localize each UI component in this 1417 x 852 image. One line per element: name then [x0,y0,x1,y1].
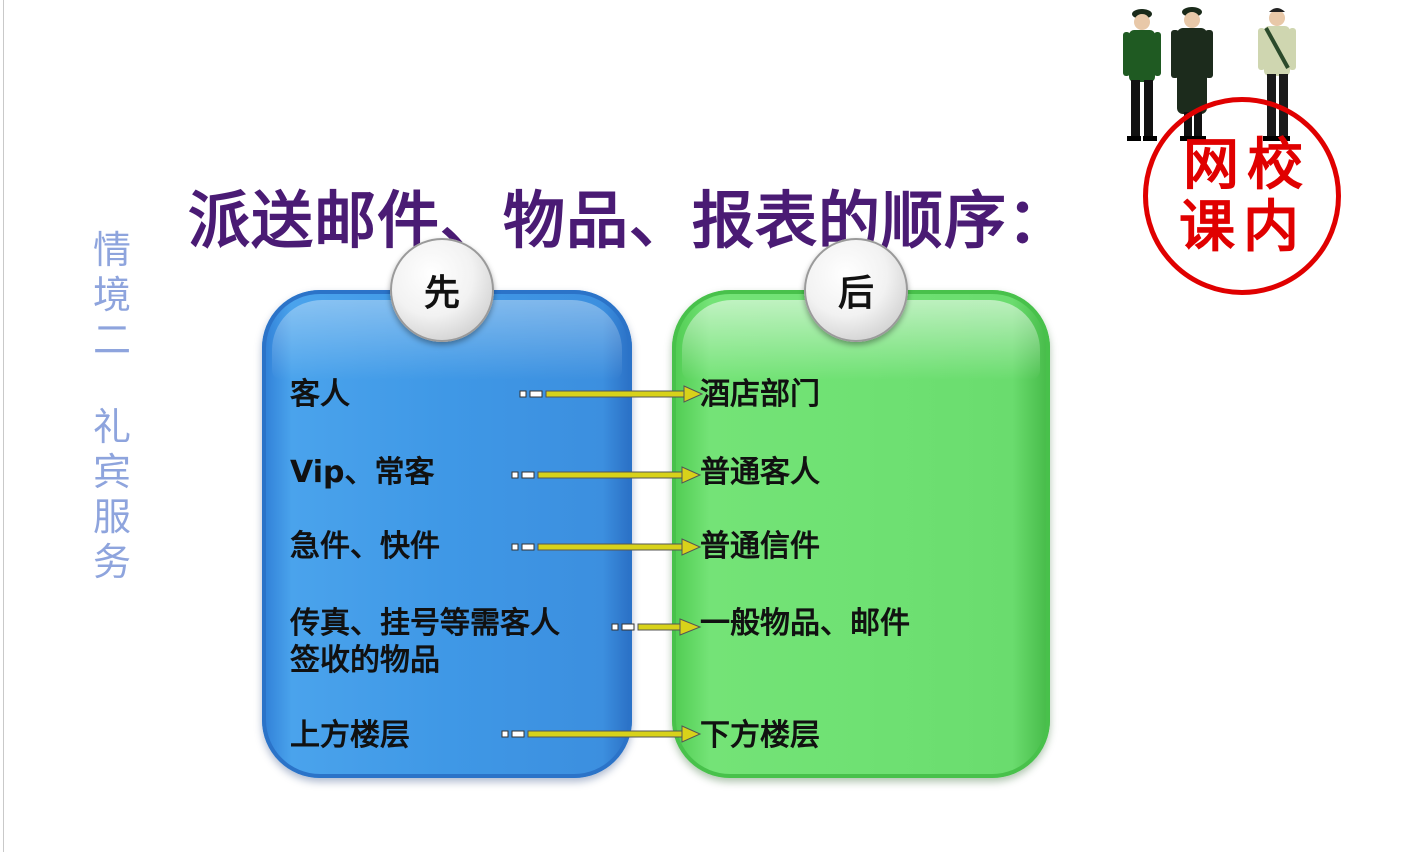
school-stamp: 网 校 课 内 [1143,97,1341,295]
stamp-char: 网 [1183,132,1239,198]
first-badge: 先 [390,238,494,342]
left-item: 传真、挂号等需客人 [290,606,560,641]
page-title: 派送邮件、物品、报表的顺序： [188,184,1071,257]
right-item: 普通客人 [700,455,820,490]
arrow-row-1 [519,385,704,403]
page-border [3,0,4,852]
arrow-row-4 [611,618,702,636]
left-item: 客人 [290,377,350,412]
stamp-char: 课 [1179,194,1235,260]
bellman-figure-1 [1123,9,1161,141]
later-badge: 后 [804,238,908,342]
stamp-char: 内 [1243,194,1299,260]
side-title: 情 境 二 礼 宾 服 务 [88,228,136,585]
arrow-row-3 [511,538,702,556]
first-priority-panel [262,290,632,778]
side-title-char: 二 [92,318,131,362]
arrow-row-5 [501,725,702,743]
stamp-char: 校 [1247,132,1303,198]
side-title-char: 务 [92,540,131,584]
side-title-char: 礼 [92,405,131,449]
left-item: 签收的物品 [290,643,440,678]
side-title-char: 服 [92,495,131,539]
left-item: 急件、快件 [290,529,440,564]
side-title-char: 境 [92,273,131,317]
side-title-char: 情 [92,228,131,272]
later-priority-panel [672,290,1050,778]
left-item: 上方楼层 [290,718,410,753]
arrow-row-2 [511,466,702,484]
right-item: 一般物品、邮件 [700,606,910,641]
stamp-circle [1143,97,1341,295]
left-item: Vip、常客 [290,455,435,490]
right-item: 下方楼层 [700,718,820,753]
right-item: 普通信件 [700,529,820,564]
side-title-char: 宾 [92,450,131,494]
right-item: 酒店部门 [700,377,820,412]
